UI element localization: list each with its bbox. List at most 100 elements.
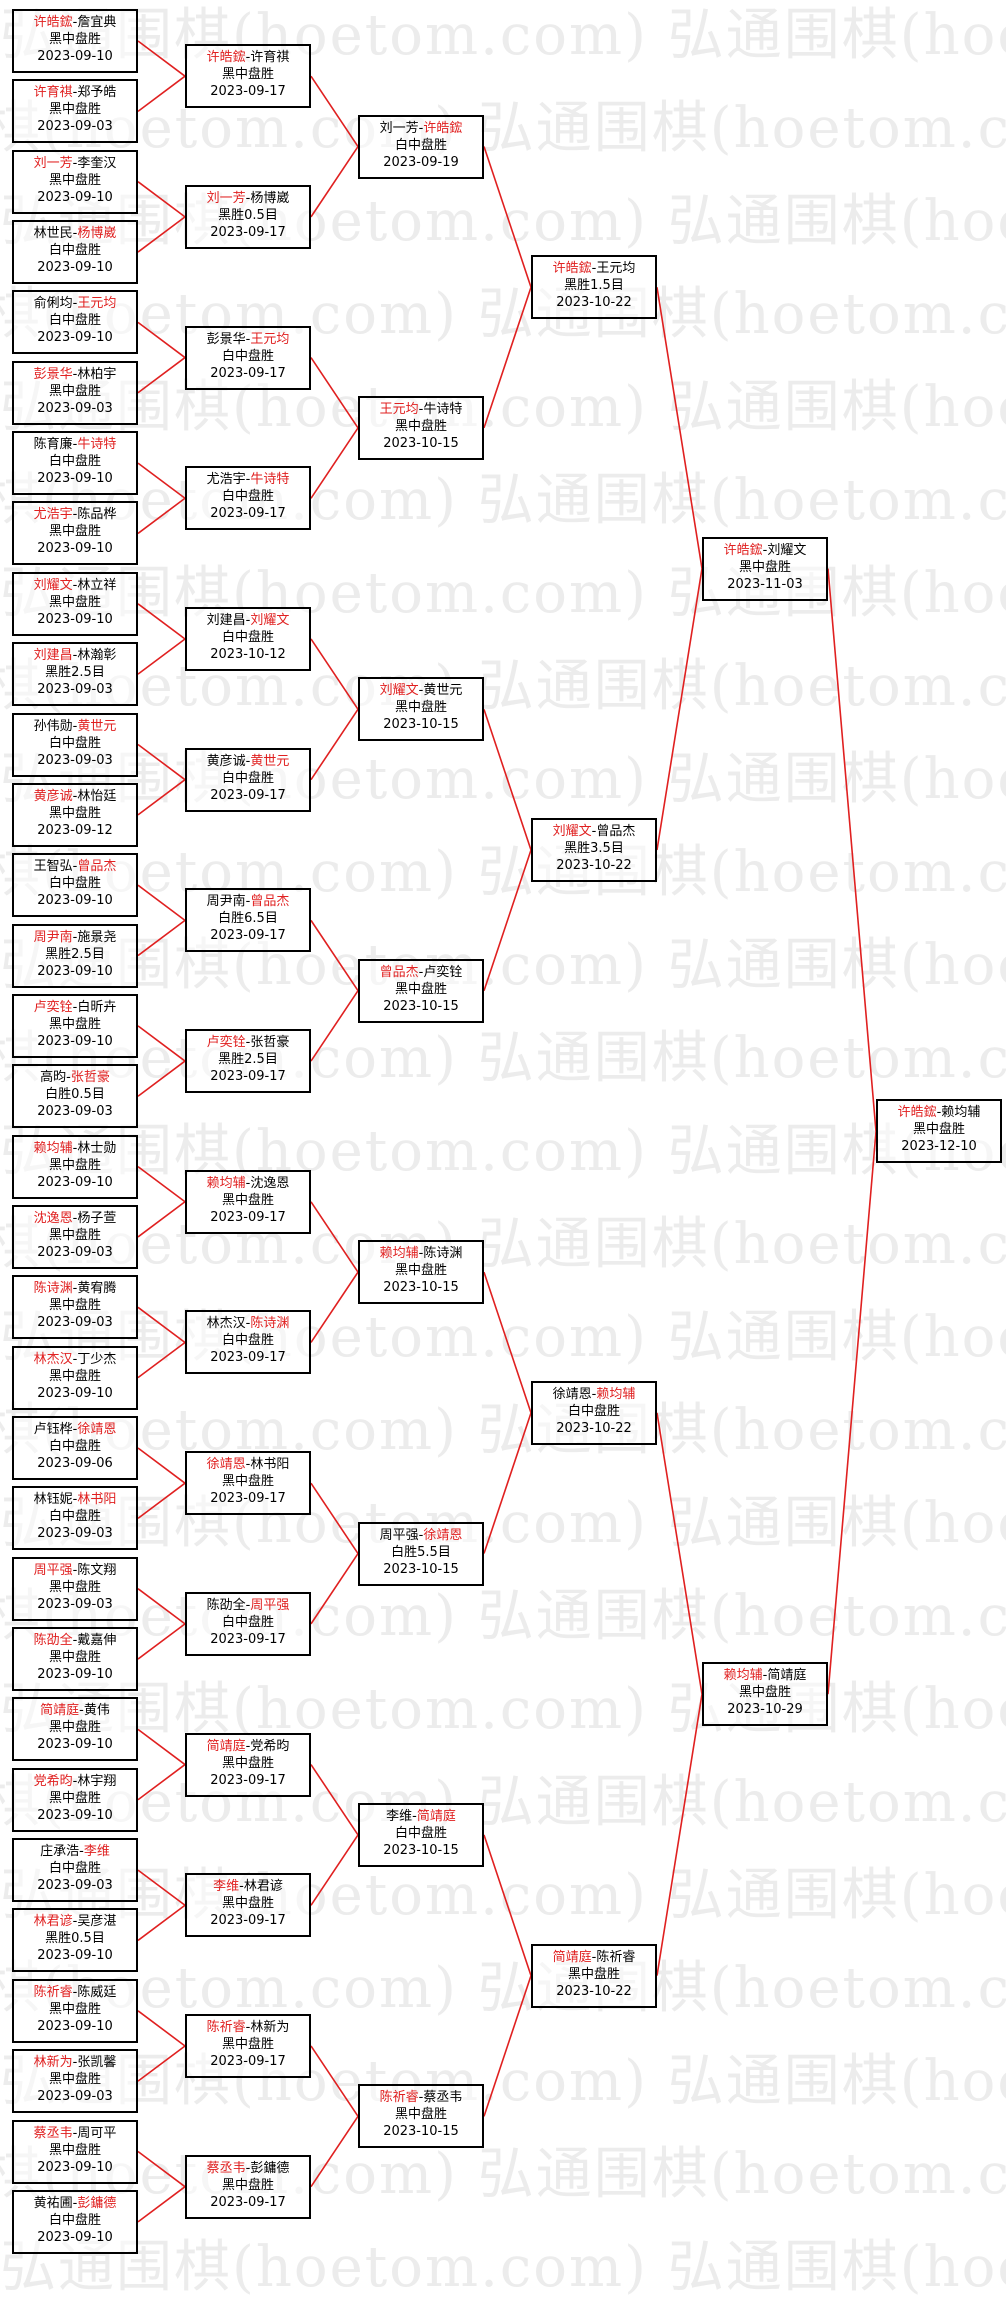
- player-separator: -: [245, 1035, 251, 1051]
- match-players: 赖均辅-沈逸恩: [187, 1175, 309, 1192]
- player-white: 卢奕铨: [423, 964, 463, 980]
- player-white: 曾品杰: [596, 824, 636, 840]
- match-players: 刘建昌-林瀚彰: [14, 647, 136, 664]
- player-white: 赖均辅: [596, 1386, 636, 1402]
- player-white: 吴彦湛: [77, 1914, 117, 1930]
- match-date: 2023-09-17: [210, 365, 286, 381]
- match-players: 陈劭全-戴嘉伸: [14, 1632, 136, 1649]
- match-players: 简靖庭-党希昀: [187, 1738, 309, 1755]
- player-black: 陈劭全: [33, 1633, 73, 1649]
- player-black: 周平强: [33, 1562, 73, 1578]
- match-players: 陈祈睿-林新为: [187, 2019, 309, 2036]
- match-result: 白中盘胜: [48, 1861, 101, 1877]
- match-players: 王智弘-曾品杰: [14, 858, 136, 875]
- player-black: 赖均辅: [723, 1668, 763, 1684]
- player-black: 林新为: [33, 2055, 73, 2071]
- player-black: 卢钰桦: [33, 1422, 73, 1437]
- player-separator: -: [245, 1316, 251, 1332]
- player-white: 牛诗特: [250, 472, 290, 488]
- match-players: 党希昀-林宇翔: [14, 1773, 136, 1790]
- player-white: 戴嘉伸: [77, 1633, 117, 1649]
- match-result: 黑中盘胜: [48, 1157, 101, 1173]
- bracket-connector: [137, 1025, 186, 1062]
- bracket-connector: [310, 1271, 359, 1343]
- player-separator: -: [72, 1633, 78, 1649]
- player-separator: -: [245, 1738, 251, 1754]
- match-date: 2023-09-10: [37, 260, 113, 276]
- match-date: 2023-09-10: [37, 1033, 113, 1049]
- bracket-connector: [483, 1975, 532, 2117]
- match-players: 蔡丞韦-彭鏞德: [187, 2160, 309, 2177]
- bracket-connector: [137, 1447, 186, 1484]
- player-white: 林书阳: [250, 1457, 290, 1473]
- player-separator: -: [66, 1070, 71, 1086]
- match-result: 白中盘胜: [221, 1614, 274, 1630]
- bracket-connector: [310, 1764, 359, 1836]
- match-date: 2023-09-03: [37, 752, 113, 768]
- player-white: 周可平: [77, 2125, 117, 2141]
- match-date: 2023-09-03: [37, 1244, 113, 1260]
- match-players: 许皓鋐-刘耀文: [704, 542, 826, 559]
- player-black: 许皓鋐: [897, 1105, 937, 1121]
- match-date: 2023-10-15: [383, 998, 459, 1014]
- player-black: 赖均辅: [33, 1140, 73, 1156]
- match-result: 白胜0.5目: [45, 1087, 105, 1103]
- player-white: 曾品杰: [77, 859, 117, 875]
- match-players: 李维-简靖庭: [360, 1808, 482, 1825]
- match-result: 白中盘胜: [48, 1509, 101, 1525]
- bracket-connector: [310, 708, 359, 781]
- match-result: 黑中盘胜: [48, 1368, 101, 1384]
- bracket-connector: [310, 146, 359, 218]
- player-black: 王智弘: [33, 859, 73, 875]
- match-date: 2023-10-15: [383, 1842, 459, 1858]
- player-black: 林君谚: [33, 1914, 73, 1930]
- match-date: 2023-09-03: [37, 1596, 113, 1612]
- match-result: 黑中盘胜: [48, 524, 101, 540]
- player-black: 李维: [386, 1808, 413, 1824]
- player-white: 王元均: [250, 331, 290, 347]
- match-date: 2023-09-03: [37, 1878, 113, 1894]
- player-separator: -: [72, 929, 78, 945]
- player-black: 徐靖恩: [206, 1457, 246, 1473]
- player-separator: -: [591, 824, 597, 840]
- match-date: 2023-10-22: [556, 1420, 632, 1436]
- bracket-connector: [137, 321, 186, 359]
- match-players: 陈诗渊-黄宥腾: [14, 1280, 136, 1297]
- player-separator: -: [245, 753, 251, 769]
- match-result: 白中盘胜: [48, 1439, 101, 1454]
- match-date: 2023-09-10: [37, 541, 113, 557]
- match-date: 2023-09-10: [37, 2229, 113, 2245]
- bracket-connector: [483, 146, 532, 288]
- player-separator: -: [79, 1703, 84, 1719]
- player-black: 许皓鋐: [33, 15, 73, 30]
- player-black: 王元均: [379, 401, 419, 417]
- bracket-connector: [137, 884, 186, 922]
- player-white: 林宇翔: [77, 1773, 117, 1789]
- bracket-connector: [483, 1834, 532, 1976]
- match-players: 彭景华-林柏宇: [14, 366, 136, 383]
- match-players: 沈逸恩-杨子萱: [14, 1210, 136, 1227]
- player-separator: -: [245, 894, 251, 910]
- match-result: 黑中盘胜: [48, 172, 101, 188]
- bracket-connector: [310, 427, 359, 499]
- match-result: 黑中盘胜: [738, 1685, 791, 1701]
- player-separator: -: [418, 964, 424, 980]
- player-black: 林杰汉: [206, 1316, 246, 1332]
- player-black: 卢奕铨: [206, 1035, 246, 1051]
- player-white: 王元均: [77, 296, 117, 312]
- player-separator: -: [72, 15, 78, 30]
- match-players: 尤浩宇-牛诗特: [187, 471, 309, 488]
- player-white: 林怡廷: [77, 788, 117, 804]
- match-result: 黑中盘胜: [394, 2107, 447, 2123]
- match-date: 2023-09-03: [37, 400, 113, 416]
